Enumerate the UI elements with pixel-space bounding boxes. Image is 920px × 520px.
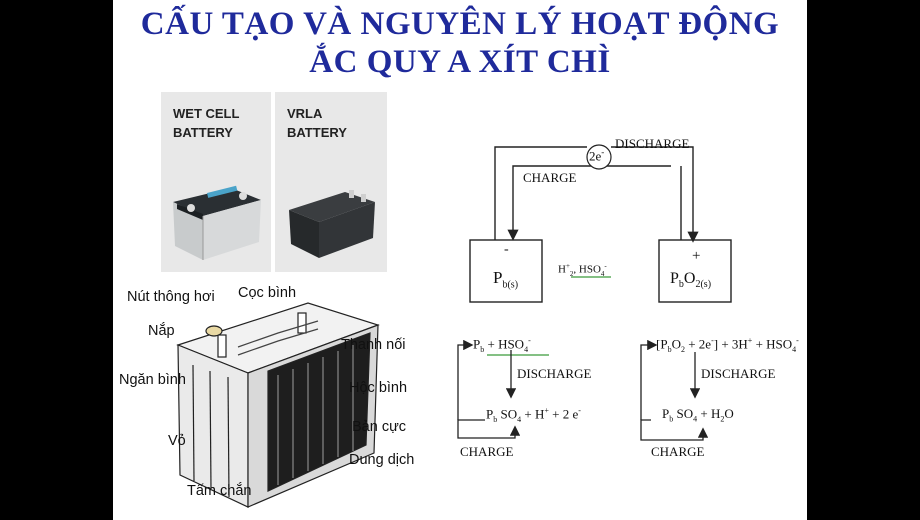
circuit-wiring xyxy=(457,144,732,441)
right-reactant-o: O xyxy=(671,336,681,352)
wet-cell-battery-icon xyxy=(173,185,261,260)
right-discharge-label: DISCHARGE xyxy=(701,366,776,381)
right-charge-label: CHARGE xyxy=(651,444,705,459)
label-shell: Vỏ xyxy=(168,433,186,449)
right-reactant-sub1: b xyxy=(667,344,672,354)
hydrogen-charge: + xyxy=(565,262,570,270)
right-reactant-open: [P xyxy=(656,336,668,352)
left-reactant-pb-sub: b xyxy=(480,344,485,354)
diagram-canvas: CẤU TẠO VÀ NGUYÊN LÝ HOẠT ĐỘNG ẮC QUY A … xyxy=(113,0,807,520)
left-reactant-sub: 4 xyxy=(524,344,529,354)
right-reactant-sup1: - xyxy=(711,336,714,345)
right-product-so: SO xyxy=(673,406,694,421)
electron-charge: - xyxy=(601,147,605,157)
title-line-2: ẮC QUY A XÍT CHÌ xyxy=(309,44,611,80)
left-product-h-sup: + xyxy=(544,406,549,415)
label-electrolyte: Dung dịch xyxy=(349,452,415,468)
label-plate: Bản cực xyxy=(352,419,407,435)
pos-electrode-sub1: b xyxy=(678,279,684,291)
bisulfate-sub: 4 xyxy=(600,269,605,278)
pos-electrode-symbol: P xyxy=(670,270,679,287)
label-lid: Nắp xyxy=(148,323,175,339)
battery-cutaway-drawing xyxy=(176,302,380,508)
pos-electrode-sub2: 2(s) xyxy=(695,279,712,291)
neg-electrode-symbol: P xyxy=(493,268,503,287)
bisulfate-symbol: HSO xyxy=(578,263,601,276)
vrla-card: VRLA BATTERY xyxy=(275,92,387,272)
label-terminal: Cọc bình xyxy=(238,285,297,301)
hydrogen-sub: 2 xyxy=(569,269,574,278)
right-reactant-sub3: 4 xyxy=(792,344,797,354)
electron-value: 2e xyxy=(589,148,602,164)
top-discharge-label: DISCHARGE xyxy=(615,136,690,151)
negative-sign: - xyxy=(504,242,509,257)
right-product-so-sub: 4 xyxy=(693,414,698,424)
top-charge-label: CHARGE xyxy=(523,170,577,185)
positive-sign: + xyxy=(692,248,701,264)
right-reactant-tail: + HSO xyxy=(752,336,793,352)
ion-separator: , xyxy=(573,263,579,276)
left-reactant-plus: + HSO xyxy=(484,336,525,352)
pos-electrode-o: O xyxy=(683,270,696,287)
title-line-1: CẤU TẠO VÀ NGUYÊN LÝ HOẠT ĐỘNG xyxy=(140,6,780,42)
left-reactant-pb: P xyxy=(473,336,481,352)
right-product-pb: P xyxy=(662,406,670,421)
left-product-e: + 2 e xyxy=(548,406,579,422)
left-product-so: SO xyxy=(497,406,518,422)
neg-electrode-sub: b(s) xyxy=(502,279,519,291)
left-product-so-sub: 4 xyxy=(517,414,522,424)
wet-cell-card: WET CELL BATTERY xyxy=(161,92,271,272)
left-product-e-sup: - xyxy=(578,406,581,415)
vrla-label: VRLA BATTERY xyxy=(287,106,347,140)
electron-label: 2e- xyxy=(589,147,604,164)
left-reactants: Pb + HSO4- xyxy=(473,336,531,354)
label-container: Hộc bình xyxy=(349,380,408,396)
vrla-battery-icon xyxy=(289,190,375,258)
left-product-pb-sub: b xyxy=(493,414,498,424)
right-product-h-sub: 2 xyxy=(720,414,725,424)
right-reactants: [PbO2 + 2e-] + 3H+ + HSO4- xyxy=(656,336,799,354)
left-product-pb: P xyxy=(486,406,494,422)
left-discharge-label: DISCHARGE xyxy=(517,366,592,381)
right-reactant-close: ] + 3H xyxy=(713,336,748,352)
left-product-h: + H xyxy=(521,406,545,422)
hydrogen-symbol: H xyxy=(558,263,566,276)
label-connector: Thanh nối xyxy=(341,337,406,353)
right-products: Pb SO4 + H2O xyxy=(662,406,734,424)
right-product-o: O xyxy=(724,406,734,421)
right-reactant-sup3: - xyxy=(796,336,799,345)
bisulfate-charge: - xyxy=(604,262,607,270)
right-product-pb-sub: b xyxy=(669,414,674,424)
left-products: Pb SO4 + H+ + 2 e- xyxy=(486,406,581,424)
wet-cell-label: WET CELL BATTERY xyxy=(173,106,240,140)
left-reactant-sup: - xyxy=(528,336,531,345)
label-separator: Tấm chắn xyxy=(187,483,252,499)
negative-electrode: Pb(s) xyxy=(493,268,518,290)
label-cell: Ngăn bình xyxy=(119,372,186,388)
positive-electrode: PbO2(s) xyxy=(670,270,711,290)
right-reactant-mid: + 2e xyxy=(684,336,712,352)
right-reactant-sub2: 2 xyxy=(680,344,685,354)
label-vent: Nút thông hơi xyxy=(127,289,215,305)
right-product-h: + H xyxy=(697,406,721,421)
electrolyte-ions: H+2, HSO4- xyxy=(558,262,607,278)
left-charge-label: CHARGE xyxy=(460,444,514,459)
right-reactant-sup2: + xyxy=(747,336,753,345)
